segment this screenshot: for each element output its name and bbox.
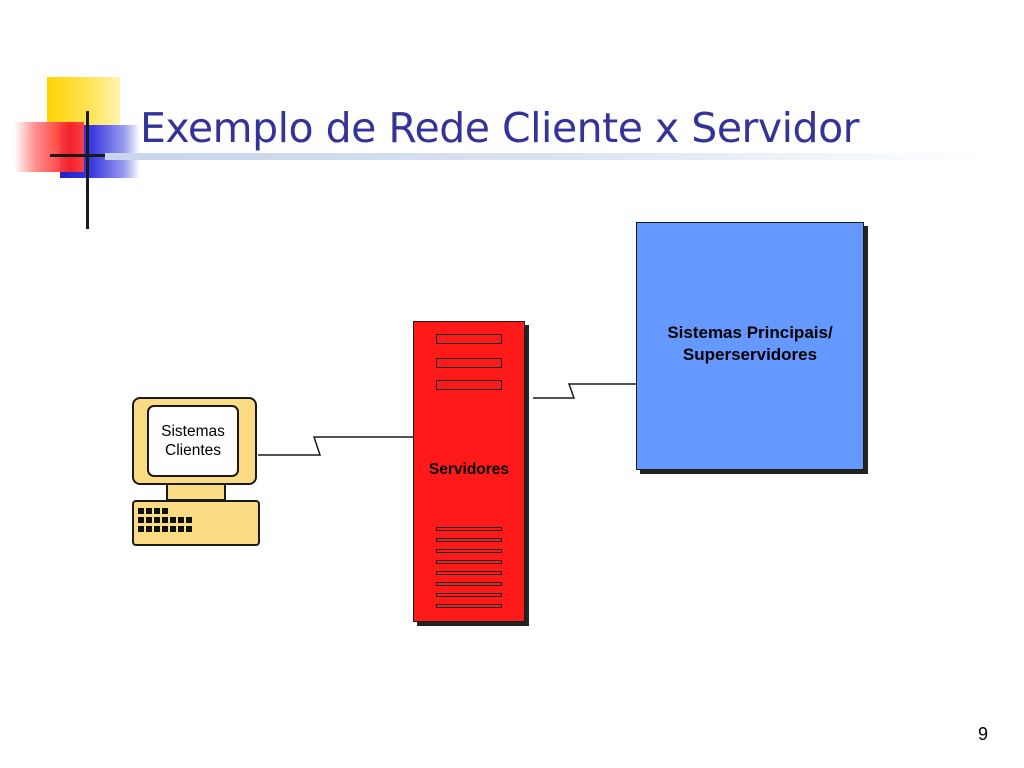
client-monitor-stand	[166, 485, 226, 501]
slide-title: Exemplo de Rede Cliente x Servidor	[140, 104, 860, 152]
client-label: Sistemas Clientes	[161, 423, 225, 459]
server-vent-slot	[436, 527, 502, 531]
keyboard-key	[186, 526, 192, 532]
keyboard-key	[146, 526, 152, 532]
server-vent-slot	[436, 538, 502, 542]
server-label: Servidores	[428, 461, 510, 478]
keyboard-key	[162, 508, 168, 514]
keyboard-key	[178, 526, 184, 532]
logo-horizontal-line	[50, 154, 120, 157]
title-underline	[105, 153, 985, 160]
server-vent-slot	[436, 604, 502, 608]
server-drive-bay	[436, 358, 502, 368]
keyboard-key	[154, 517, 160, 523]
keyboard-key	[146, 517, 152, 523]
keyboard-key	[138, 508, 144, 514]
server-drive-bay	[436, 334, 502, 344]
page-number: 9	[978, 724, 989, 744]
server-vent-slot	[436, 560, 502, 564]
server-drive-bay	[436, 380, 502, 390]
keyboard-key	[146, 508, 152, 514]
keyboard-key	[170, 526, 176, 532]
mainframe-body	[636, 222, 864, 470]
client-keyboard	[132, 500, 260, 546]
keyboard-key	[138, 526, 144, 532]
keyboard-key	[178, 517, 184, 523]
server-mainframe-link	[533, 383, 636, 399]
keyboard-key	[162, 517, 168, 523]
client-screen	[147, 405, 239, 477]
keyboard-key	[138, 517, 144, 523]
client-server-link	[258, 436, 413, 456]
keyboard-key	[186, 517, 192, 523]
keyboard-key	[154, 508, 160, 514]
keyboard-key	[162, 526, 168, 532]
server-vent-slot	[436, 571, 502, 575]
server-vent-slot	[436, 582, 502, 586]
server-vent-slot	[436, 549, 502, 553]
logo-red-square	[14, 122, 84, 172]
logo-vertical-line	[86, 111, 89, 229]
keyboard-key	[170, 517, 176, 523]
mainframe-label: Sistemas Principais/ Superservidores	[667, 323, 833, 364]
keyboard-key	[154, 526, 160, 532]
server-vent-slot	[436, 593, 502, 597]
